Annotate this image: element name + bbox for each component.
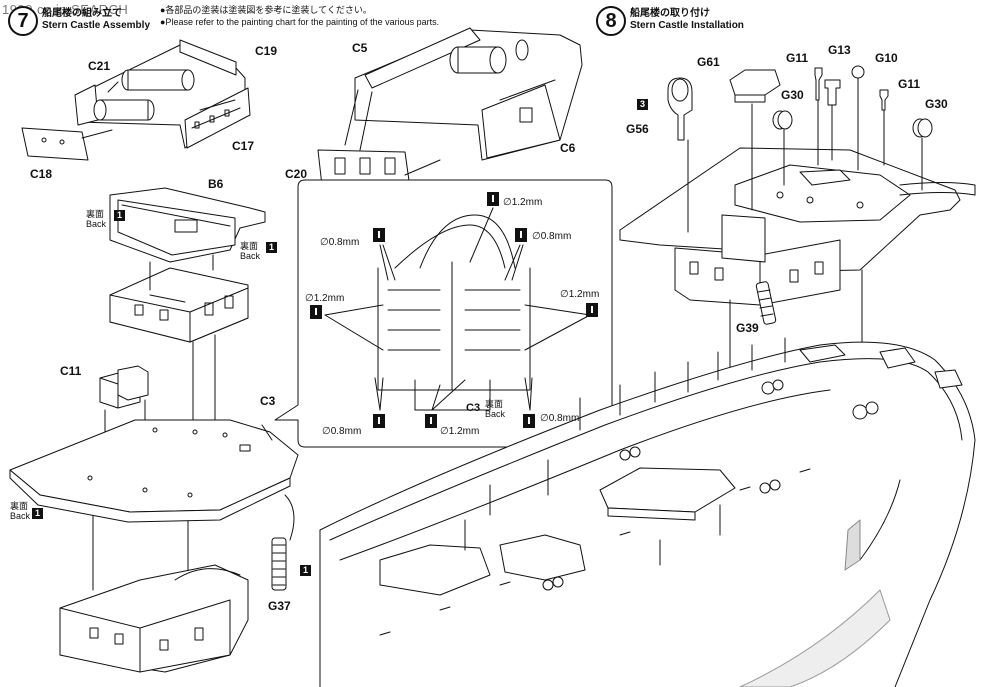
drill-label-0-8: ∅0.8mm bbox=[320, 237, 360, 248]
back-marker-jp-2: 裏面 bbox=[240, 241, 259, 251]
part-label-b6: B6 bbox=[208, 177, 224, 191]
drill-label-0-8: ∅0.8mm bbox=[540, 413, 580, 424]
b6-deck bbox=[109, 187, 266, 263]
part-label-c6: C6 bbox=[560, 141, 576, 155]
lower-stern-box bbox=[59, 564, 249, 673]
drill-icon bbox=[425, 414, 437, 428]
step7-title-jp: 船尾楼の組み立て bbox=[42, 8, 122, 19]
back-marker-en-3: Back bbox=[10, 511, 31, 521]
drill-label-0-8: ∅0.8mm bbox=[322, 426, 362, 437]
part-label-c3: C3 bbox=[260, 394, 276, 408]
callout-back-jp: 裏面 bbox=[485, 399, 504, 409]
back-marker-en-1: Back bbox=[86, 219, 107, 229]
badge-3: 3 bbox=[637, 99, 648, 110]
part-label-c11: C11 bbox=[60, 364, 82, 378]
part-label-c21: C21 bbox=[88, 59, 111, 73]
stern-castle-upper bbox=[619, 147, 976, 306]
step7-number: 7 bbox=[8, 6, 38, 36]
back-marker-jp-3: 裏面 bbox=[10, 501, 29, 511]
back-marker-jp-1: 裏面 bbox=[86, 209, 105, 219]
step8-title-jp: 船尾楼の取り付け bbox=[630, 8, 710, 19]
part-label-g30: G30 bbox=[781, 88, 804, 102]
c11-box bbox=[99, 365, 149, 409]
drill-icon bbox=[487, 192, 499, 206]
part-label-g61: G61 bbox=[697, 55, 720, 69]
drill-label-1-2: ∅1.2mm bbox=[305, 293, 345, 304]
badge-1: 1 bbox=[266, 242, 277, 253]
step8-title-en: Stern Castle Installation bbox=[630, 20, 744, 31]
part-label-c19: C19 bbox=[255, 44, 278, 58]
g39-ladder bbox=[755, 281, 777, 325]
part-label-g56: G56 bbox=[626, 122, 649, 136]
step8-number: 8 bbox=[596, 6, 626, 36]
drill-label-1-2: ∅1.2mm bbox=[440, 426, 480, 437]
badge-1: 1 bbox=[32, 508, 43, 519]
part-label-c18: C18 bbox=[30, 167, 53, 181]
drill-icon bbox=[310, 305, 322, 319]
part-label-g30-b: G30 bbox=[925, 97, 948, 111]
drill-label-0-8: ∅0.8mm bbox=[532, 231, 572, 242]
part-label-c17: C17 bbox=[232, 139, 255, 153]
part-label-g13: G13 bbox=[828, 43, 851, 57]
painting-note-en: ●Please refer to the painting chart for … bbox=[160, 17, 440, 27]
callout-part-c3: C3 bbox=[466, 402, 481, 414]
c18-plate bbox=[21, 127, 113, 161]
part-label-g39: G39 bbox=[736, 321, 759, 335]
drill-icon bbox=[373, 228, 385, 242]
back-marker-en-2: Back bbox=[240, 251, 261, 261]
drill-icon bbox=[373, 414, 385, 428]
part-label-g10: G10 bbox=[875, 51, 898, 65]
g37-ladder bbox=[271, 537, 287, 591]
part-label-g37: G37 bbox=[268, 599, 291, 613]
drill-icon bbox=[523, 414, 535, 428]
drill-icon bbox=[515, 228, 527, 242]
c17-c21-frame bbox=[74, 39, 251, 149]
drill-icon bbox=[586, 303, 598, 317]
drill-label-1-2: ∅1.2mm bbox=[560, 289, 600, 300]
detail-callout bbox=[274, 179, 613, 448]
c5-c6-frame bbox=[344, 27, 583, 161]
part-label-g11: G11 bbox=[786, 51, 809, 65]
badge-1: 1 bbox=[114, 210, 125, 221]
painting-note-jp: ●各部品の塗装は塗装図を参考に塗装してください。 bbox=[160, 5, 372, 15]
badge-1: 1 bbox=[300, 565, 311, 576]
ship-hull bbox=[319, 337, 976, 687]
c3-deck bbox=[9, 419, 299, 523]
drill-label-1-2: ∅1.2mm bbox=[503, 197, 543, 208]
callout-back-en: Back bbox=[485, 409, 506, 419]
part-label-c5: C5 bbox=[352, 41, 368, 55]
step7-title-en: Stern Castle Assembly bbox=[42, 20, 151, 31]
part-label-c20: C20 bbox=[285, 167, 308, 181]
mid-castle-box bbox=[109, 267, 249, 343]
part-label-g11-b: G11 bbox=[898, 77, 921, 91]
